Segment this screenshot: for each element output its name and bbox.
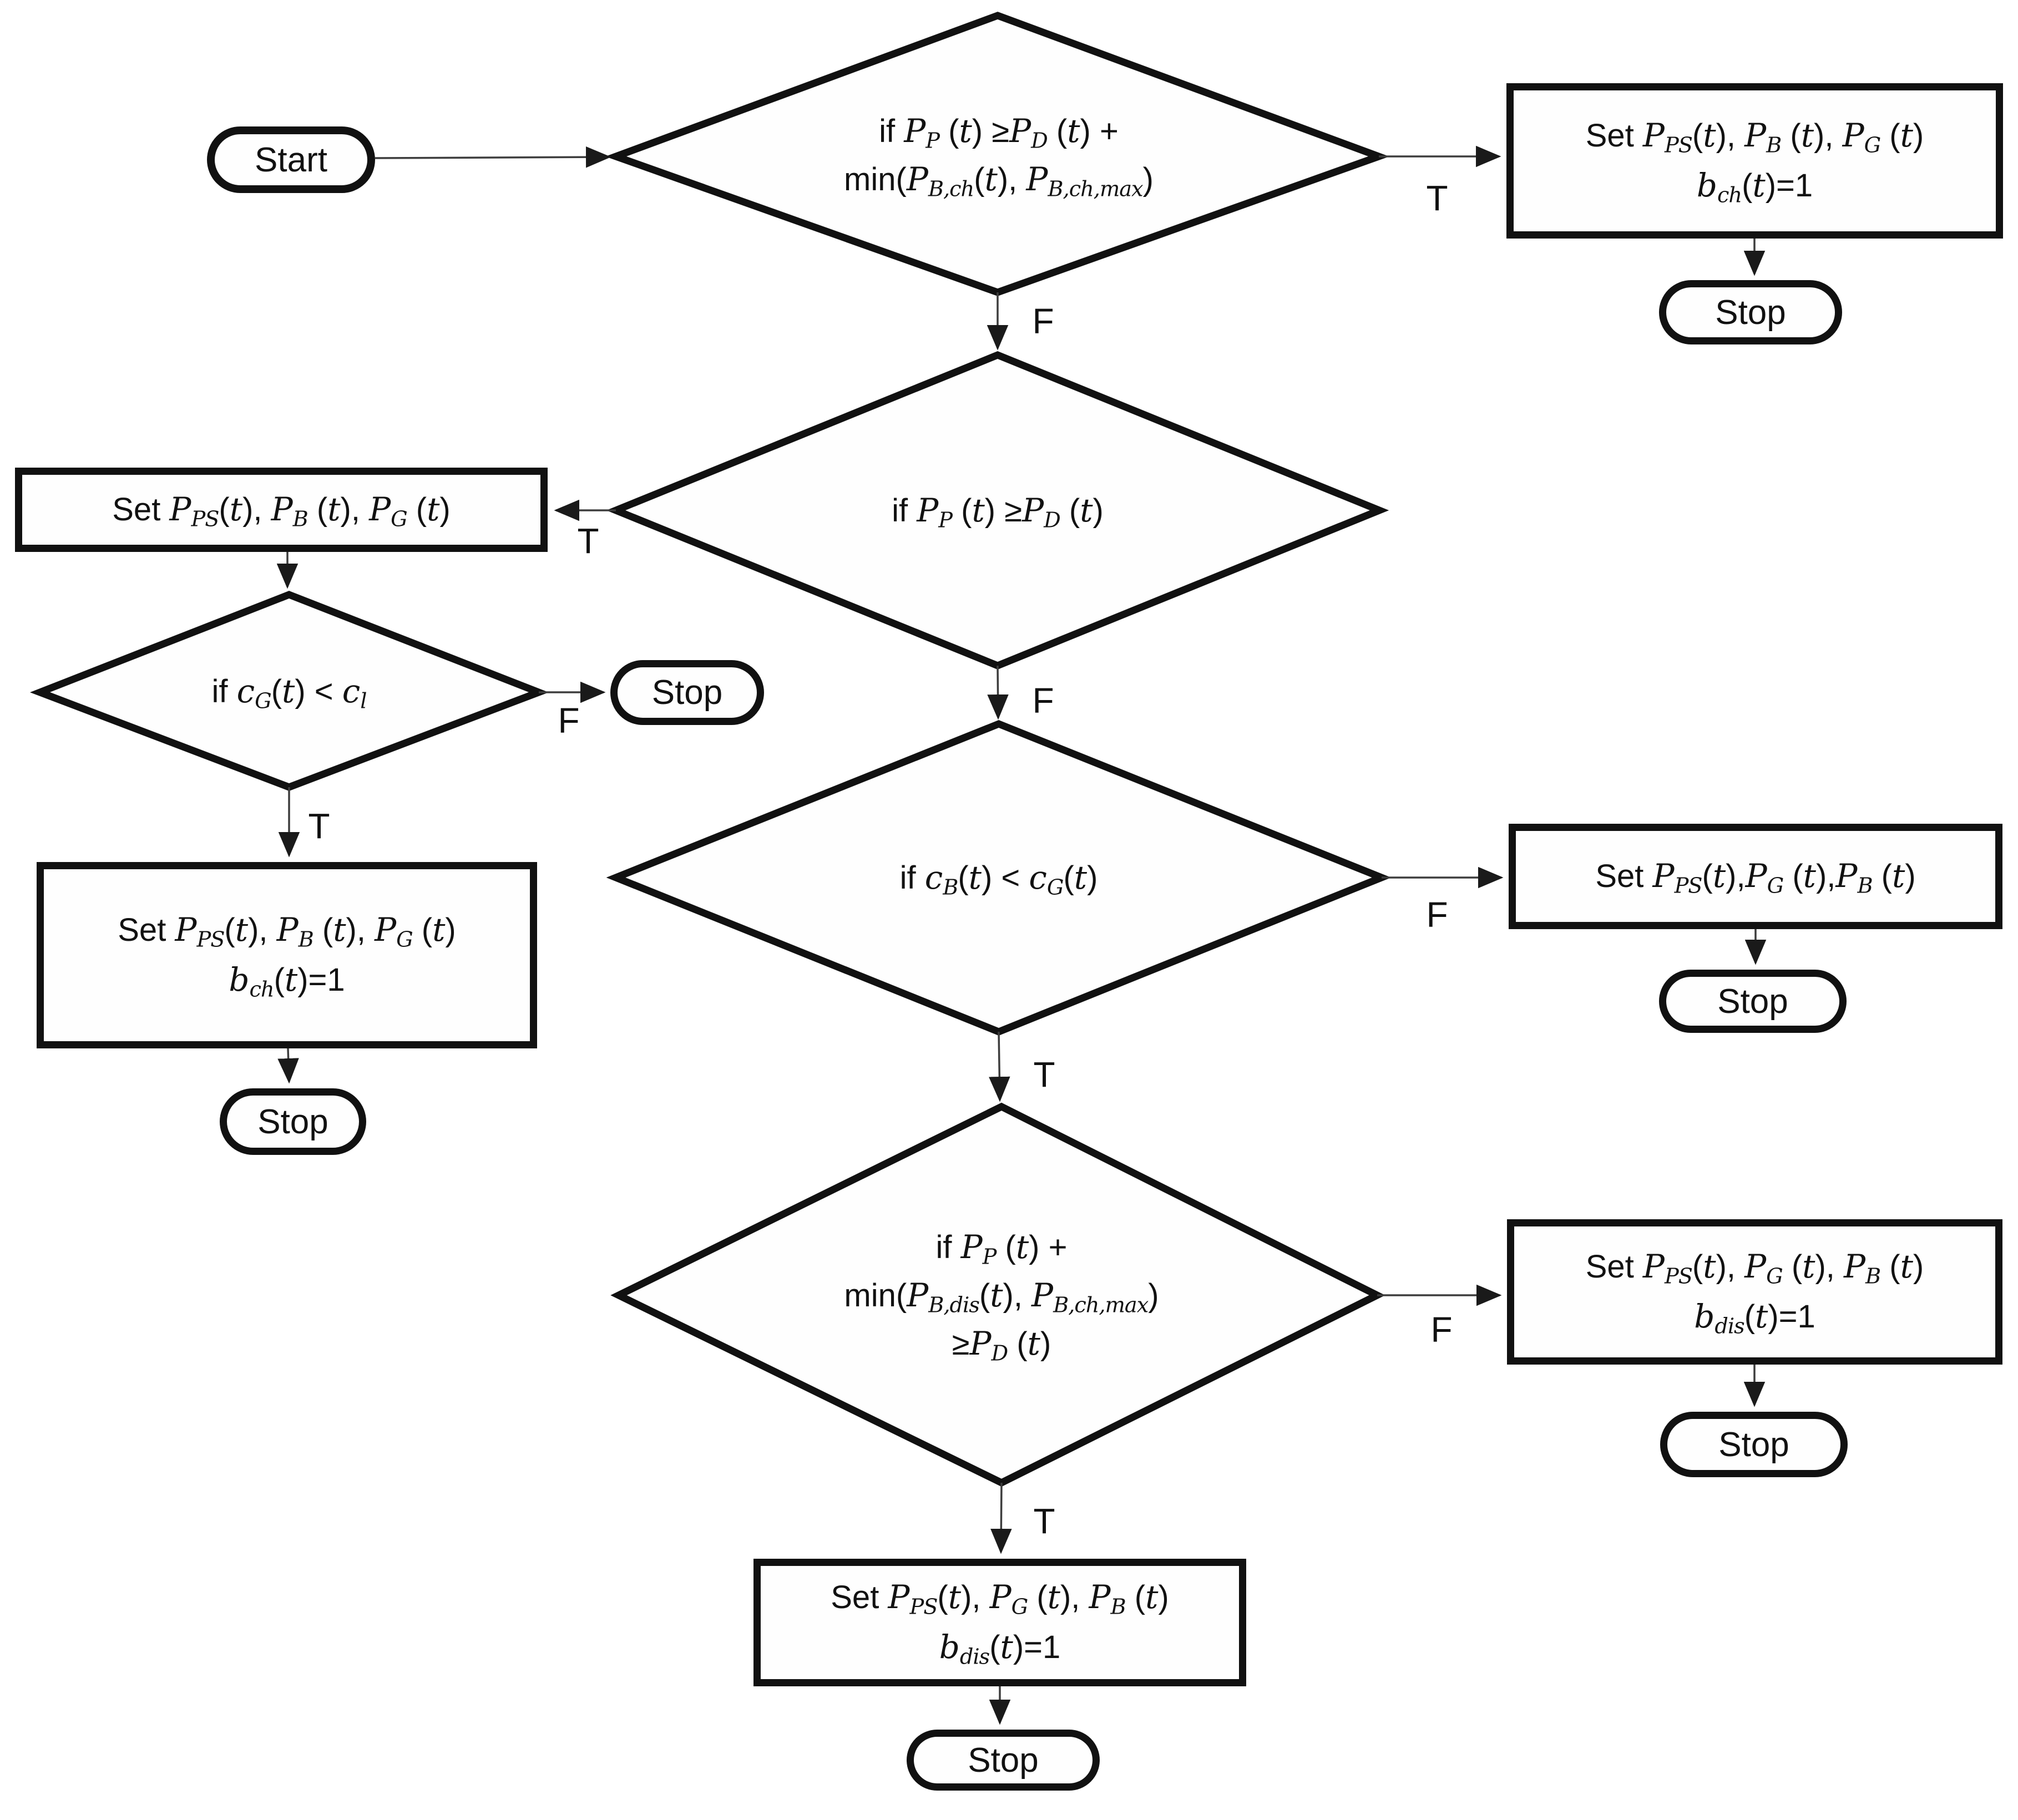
decision-text-discharge-capacity: if PP (t) + min(PB,dis(t), PB,ch,max) ≥P… bbox=[721, 1184, 1282, 1406]
decision-text-pv-meets-demand: if PP (t) ≥PD (t) bbox=[748, 476, 1247, 545]
stop-terminator-grid-price: Stop bbox=[610, 660, 764, 725]
stop-terminator-grid-supply: Stop bbox=[1659, 970, 1847, 1033]
node-text-line: Set PPS(t), PB (t), PG (t) bbox=[1585, 116, 1924, 158]
decision-text-grid-price-low: if cG(t) < cl bbox=[95, 657, 483, 726]
node-text-line: Set PPS(t), PB (t), PG (t) bbox=[112, 490, 451, 532]
branch-label-d1-false: F bbox=[1032, 301, 1054, 341]
node-text-line: if PP (t) + bbox=[935, 1228, 1068, 1270]
process-box-discharge-grid: Set PPS(t), PG (t), PB (t) bdis(t)=1 bbox=[1507, 1219, 2002, 1365]
flow-arrow-d4-true bbox=[990, 1482, 1012, 1554]
stop-label: Stop bbox=[257, 1102, 328, 1141]
stop-label: Stop bbox=[1715, 293, 1786, 332]
node-text-line: min(PB,dis(t), PB,ch,max) bbox=[844, 1276, 1159, 1318]
decision-text-battery-cheaper: if cB(t) < cG(t) bbox=[749, 843, 1248, 912]
process-box-charge: Set PPS(t), PB (t), PG (t) bch(t)=1 bbox=[1506, 83, 2003, 239]
process-box-set-powers-left: Set PPS(t), PB (t), PG (t) bbox=[15, 468, 548, 552]
flow-arrow-start-to-d1 bbox=[375, 146, 611, 168]
process-box-discharge: Set PPS(t), PG (t), PB (t) bdis(t)=1 bbox=[753, 1559, 1246, 1686]
stop-label: Stop bbox=[968, 1741, 1039, 1780]
stop-label: Stop bbox=[1717, 982, 1788, 1021]
node-text-line: ≥PD (t) bbox=[952, 1324, 1051, 1366]
branch-label-d3-false: F bbox=[1426, 895, 1448, 935]
stop-label: Stop bbox=[1718, 1425, 1789, 1464]
branch-label-d4-false: F bbox=[1430, 1310, 1453, 1350]
process-box-grid-supply: Set PPS(t),PG (t),PB (t) bbox=[1509, 824, 2002, 929]
branch-label-d2-false: F bbox=[1032, 681, 1054, 721]
node-text-line: Set PPS(t), PG (t), PB (t) bbox=[1585, 1248, 1924, 1289]
node-text-line: bch(t)=1 bbox=[1696, 166, 1813, 208]
node-text-line: Set PPS(t),PG (t),PB (t) bbox=[1595, 857, 1916, 899]
stop-terminator-charge: Stop bbox=[1659, 280, 1842, 344]
node-text-line: if PP (t) ≥PD (t) + bbox=[879, 112, 1119, 154]
branch-label-d3-true: T bbox=[1033, 1055, 1055, 1094]
node-text-line: Set PPS(t), PB (t), PG (t) bbox=[118, 911, 456, 952]
branch-label-d1-true: T bbox=[1426, 178, 1448, 218]
stop-terminator-grid-charge: Stop bbox=[220, 1088, 366, 1155]
stop-label: Stop bbox=[651, 673, 723, 712]
start-label: Start bbox=[255, 140, 327, 179]
node-text-line: if cB(t) < cG(t) bbox=[899, 858, 1098, 900]
start-terminator: Start bbox=[207, 126, 375, 193]
branch-label-cg-false: F bbox=[558, 701, 580, 741]
node-text-line: if PP (t) ≥PD (t) bbox=[892, 491, 1104, 533]
node-text-line: if cG(t) < cl bbox=[211, 672, 367, 714]
process-box-grid-charge: Set PPS(t), PB (t), PG (t) bch(t)=1 bbox=[37, 862, 537, 1048]
node-text-line: min(PB,ch(t), PB,ch,max) bbox=[844, 160, 1154, 202]
node-text-line: bdis(t)=1 bbox=[939, 1628, 1061, 1670]
branch-label-cg-true: T bbox=[308, 806, 330, 846]
stop-terminator-discharge-grid: Stop bbox=[1660, 1412, 1848, 1477]
node-text-line: bdis(t)=1 bbox=[1694, 1297, 1815, 1339]
flow-arrow-d3-true bbox=[989, 1031, 1010, 1102]
stop-terminator-discharge: Stop bbox=[907, 1730, 1100, 1791]
node-text-line: Set PPS(t), PG (t), PB (t) bbox=[831, 1578, 1169, 1620]
decision-text-charge-surplus: if PP (t) ≥PD (t) + min(PB,ch(t), PB,ch,… bbox=[738, 67, 1260, 244]
flow-arrow-box3-to-stop bbox=[277, 1048, 299, 1084]
node-text-line: bch(t)=1 bbox=[229, 961, 345, 1002]
branch-label-d2-true: T bbox=[577, 521, 599, 561]
branch-label-d4-true: T bbox=[1033, 1501, 1055, 1541]
